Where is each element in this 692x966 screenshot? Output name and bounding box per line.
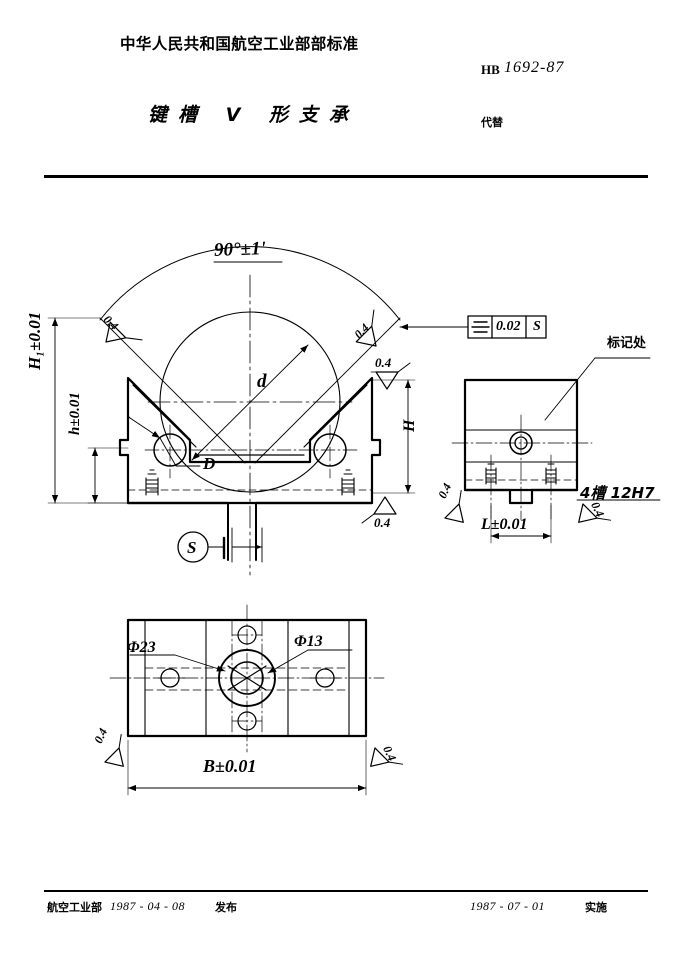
header-divider-rule — [44, 175, 648, 178]
roughness-label-v-left: 0.4 — [100, 312, 122, 333]
page-title: 键槽 V 形支承 — [148, 104, 359, 126]
total-height-dimension-label: H₁±0.01 — [25, 311, 44, 370]
footer-effective-label: 实施 — [585, 901, 607, 914]
tolerance-datum: S — [533, 319, 541, 334]
footer-effective-date: 1987 - 07 - 01 — [470, 899, 545, 913]
roughness-label-v-right: 0.4 — [351, 320, 372, 342]
marking-location-callout: 标记处 — [607, 336, 647, 351]
height-h-dimension-label: H — [401, 419, 418, 432]
footer-publish-date: 1987 - 04 - 08 — [110, 899, 185, 913]
footer-publish-label: 发布 — [215, 901, 237, 914]
issuing-organization: 中华人民共和国航空工业部部标准 — [120, 35, 359, 53]
datum-symbol-s: S — [187, 538, 197, 557]
roughness-label-side-right: 0.4 — [588, 499, 608, 520]
roughness-label-plan-left: 0.4 — [91, 725, 111, 746]
standard-number: 1692-87 — [504, 59, 565, 76]
slot-specification-note: 4槽 12H7 — [580, 484, 655, 502]
side-view-geometry — [444, 357, 661, 544]
lower-height-dimension-label: h±0.01 — [67, 392, 83, 435]
length-dimension-label: L±0.01 — [481, 516, 528, 533]
angle-dimension-label: 90°±1' — [213, 238, 267, 261]
hole-diameter-label: D — [203, 454, 216, 473]
shaft-diameter-label: d — [257, 371, 267, 392]
replaces-label: 代替 — [481, 116, 503, 129]
geometric-tolerance-frame — [399, 315, 547, 339]
tolerance-value: 0.02 — [496, 319, 521, 334]
roughness-label-top-flat: 0.4 — [375, 355, 392, 370]
footer-issuer: 航空工业部 — [47, 901, 102, 914]
front-view-geometry — [47, 246, 416, 576]
width-dimension-label: B±0.01 — [203, 756, 257, 776]
roughness-label-bottom-face: 0.4 — [374, 515, 391, 530]
roughness-label-plan-right: 0.4 — [380, 743, 400, 764]
small-bore-label: Φ13 — [294, 633, 323, 650]
footer-divider-rule — [44, 890, 648, 892]
standard-prefix: HB — [481, 62, 500, 77]
large-bore-label: Φ23 — [127, 639, 156, 656]
roughness-label-side-left: 0.4 — [435, 480, 455, 501]
